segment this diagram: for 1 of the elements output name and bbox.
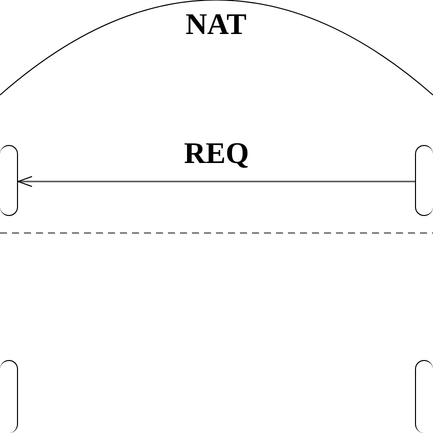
arrow [18,176,415,187]
